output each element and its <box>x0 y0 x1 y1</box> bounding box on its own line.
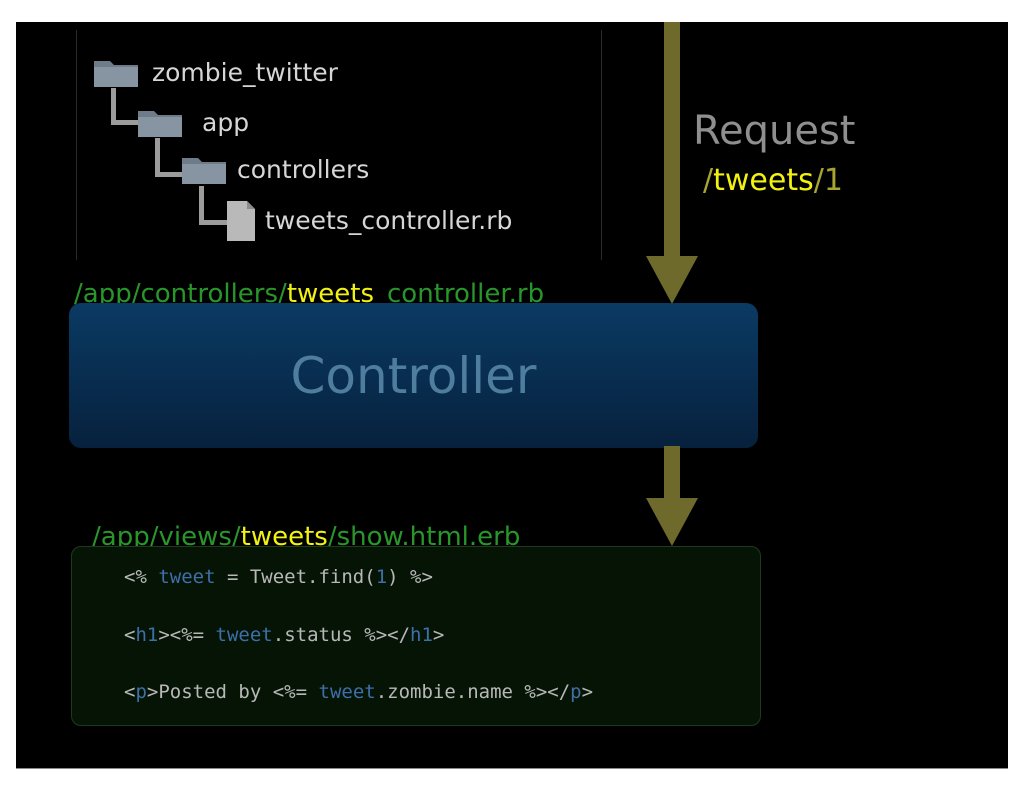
tree-root-label: zombie_twitter <box>152 58 338 87</box>
tree-app-label: app <box>202 108 250 137</box>
controller-label: Controller <box>290 346 537 405</box>
request-arrow-head <box>646 256 698 304</box>
folder-icon-controllers <box>182 158 226 184</box>
code-text: .status %></ <box>272 624 411 646</box>
file-icon <box>227 201 255 241</box>
tree-connector <box>199 186 228 225</box>
code-keyword: p <box>135 681 147 703</box>
code-keyword: tweet <box>215 624 273 646</box>
code-text: ><%= <box>158 624 216 646</box>
tree-file-label: tweets_controller.rb <box>265 206 513 235</box>
controller-block: Controller <box>69 303 758 448</box>
tree-connector <box>111 88 138 125</box>
folder-icon-app <box>138 111 182 137</box>
code-line: <p>Posted by <%= tweet.zombie.name %></p… <box>124 681 593 703</box>
folder-icon-root <box>94 61 138 87</box>
code-keyword: tweet <box>318 681 376 703</box>
request-arrow-shaft <box>664 22 680 260</box>
tree-controllers-label: controllers <box>237 155 370 184</box>
code-text: <% <box>124 566 159 588</box>
code-text: .zombie.name %></ <box>375 681 571 703</box>
tree-connector <box>155 138 182 177</box>
code-text: > <box>432 624 445 646</box>
view-arrow-shaft <box>664 446 680 502</box>
code-line: <h1><%= tweet.status %></h1> <box>124 624 444 646</box>
view-arrow-head <box>646 498 698 546</box>
code-text: ) %> <box>387 566 433 588</box>
code-keyword: p <box>570 681 582 703</box>
code-text: = Tweet.find( <box>215 566 376 588</box>
code-text: >Posted by <%= <box>146 681 319 703</box>
code-text: < <box>124 624 136 646</box>
code-text: > <box>581 681 594 703</box>
code-keyword: tweet <box>158 566 216 588</box>
file-tree-panel <box>76 30 602 260</box>
slide-bottom-rule <box>16 768 1008 769</box>
code-keyword: h1 <box>410 624 433 646</box>
code-keyword: h1 <box>135 624 159 646</box>
code-line: <% tweet = Tweet.find(1) %> <box>124 566 433 588</box>
request-title: Request <box>693 108 856 154</box>
code-text: < <box>124 681 136 703</box>
code-keyword: 1 <box>375 566 388 588</box>
view-code-panel <box>71 546 761 726</box>
request-path: /tweets/1 <box>703 163 843 198</box>
